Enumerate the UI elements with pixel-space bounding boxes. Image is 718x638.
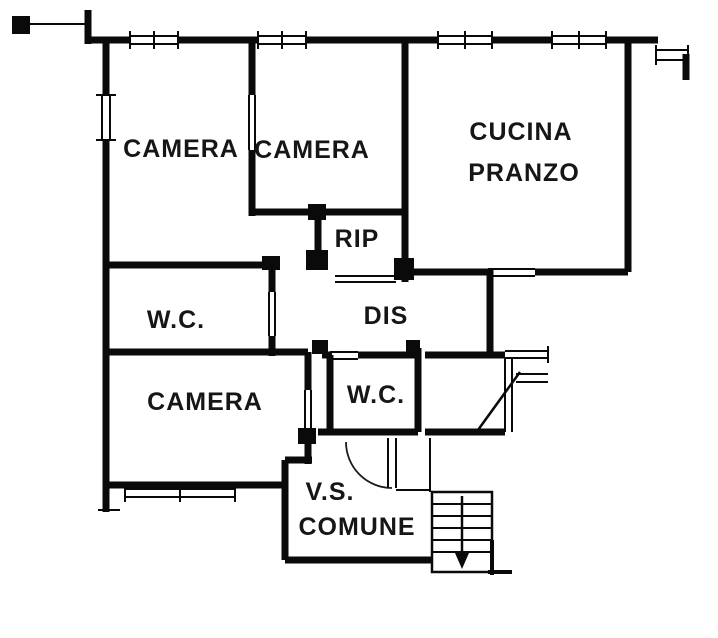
wall-piers: [12, 16, 420, 444]
door-swing-arc: [345, 441, 393, 489]
room-labels: CAMERA CAMERA CUCINA PRANZO RIP W.C. DIS…: [123, 118, 580, 541]
pier: [394, 258, 414, 280]
label-camera-top-middle: CAMERA: [254, 136, 370, 164]
pier: [312, 340, 328, 354]
door-openings: [30, 23, 549, 511]
pier: [12, 16, 30, 34]
stair-down-arrow-icon: [455, 553, 469, 569]
pier: [306, 250, 328, 270]
pier: [406, 340, 420, 354]
label-wc-middle: W.C.: [347, 381, 405, 409]
stair-foot-wall: [488, 540, 512, 575]
label-dis: DIS: [364, 302, 409, 330]
label-pranzo: PRANZO: [468, 159, 580, 187]
label-camera-bottom: CAMERA: [147, 388, 263, 416]
label-camera-top-left: CAMERA: [123, 135, 239, 163]
stair-outline: [430, 490, 494, 574]
pier: [298, 428, 316, 444]
pier: [308, 204, 326, 220]
label-cucina: CUCINA: [469, 118, 572, 146]
door-swing-line: [476, 371, 522, 431]
walls: [84, 10, 690, 564]
staircase: [430, 490, 512, 575]
label-wc-left: W.C.: [147, 306, 205, 334]
label-comune: COMUNE: [298, 513, 415, 541]
label-rip: RIP: [335, 225, 380, 253]
label-vs: V.S.: [306, 478, 355, 506]
pier: [262, 256, 280, 270]
window-hatches: [96, 31, 689, 502]
